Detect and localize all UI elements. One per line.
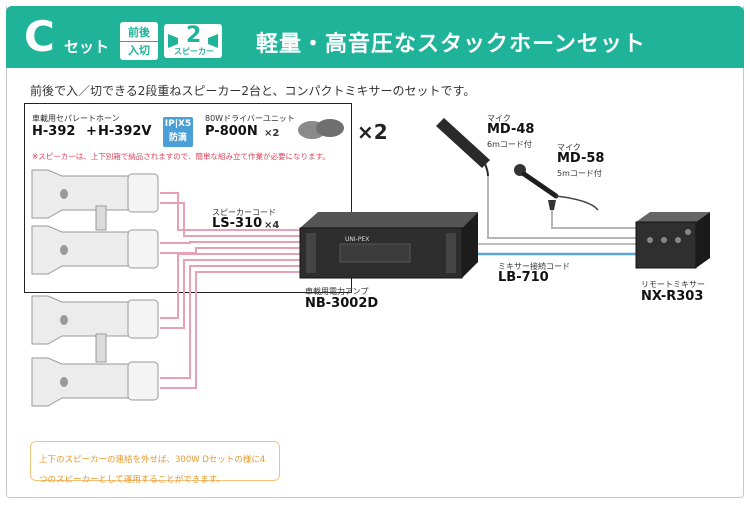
driver-qty: ×2: [264, 128, 280, 139]
mixer-caption: リモートミキサー: [641, 280, 705, 289]
amp-caption: 車載用電力アンプ: [305, 287, 369, 296]
set-letter: C: [24, 12, 55, 61]
plus-sign: +: [86, 124, 97, 139]
speaker-cables: [160, 192, 300, 389]
ip-line-1: IP|X5: [164, 119, 192, 129]
mic1-model: MD-48: [487, 122, 535, 137]
remote-mixer: [635, 212, 710, 269]
assembly-note: ※スピーカーは、上下別箱で納品されますので、簡単な組み立て作業が必要になります。: [32, 152, 330, 161]
usage-note: 上下のスピーカーの連結を外せば、300W Dセットの様に4つのスピーカーとして運…: [30, 441, 280, 485]
mixer-cable-model: LB-710: [498, 270, 549, 285]
mixer-cable-caption: ミキサー接続コード: [498, 262, 570, 271]
horn-speaker-lower-1: [31, 295, 159, 345]
speaker-count-label: スピーカー: [174, 47, 214, 56]
mic1-caption: マイク: [487, 114, 511, 123]
mic2-model: MD-58: [557, 151, 605, 166]
cable-caption: スピーカーコード: [212, 208, 276, 217]
ipx5-badge: IP|X5 防滴: [163, 117, 193, 147]
cable-qty: ×4: [264, 220, 280, 231]
set-word: セット: [64, 38, 110, 56]
mic2-caption: マイク: [557, 143, 581, 152]
mic1-spec: 6mコード付: [487, 140, 532, 149]
usage-note-text: 上下のスピーカーの連結を外せば、300W Dセットの様に4つのスピーカーとして運…: [39, 455, 266, 485]
tag-line-1: 前後: [128, 26, 150, 39]
driver-caption: 80Wドライバーユニット: [205, 114, 295, 123]
on-off-tag: 前後 入切: [120, 22, 158, 60]
mic2-spec: 5mコード付: [557, 169, 602, 178]
horn-model-b: H-392V: [98, 124, 152, 139]
intro-text: 前後で入／切できる2段重ねスピーカー2台と、コンパクトミキサーのセットです。: [30, 84, 476, 98]
speaker-count: 2: [186, 23, 202, 48]
speaker-count-badge: 2 スピーカー: [164, 23, 222, 58]
driver-unit-icon: [298, 119, 344, 139]
horn-speaker-upper-1: [31, 169, 159, 219]
page-title: 軽量・高音圧なスタックホーンセット: [256, 32, 646, 57]
amp-brand: UNI-PEX: [345, 236, 370, 243]
header-banner: C セット 前後 入切 2 スピーカー 軽量・高音圧なスタックホーンセット: [6, 6, 744, 68]
amp-model: NB-3002D: [305, 296, 379, 311]
horn-speaker-upper-2: [31, 205, 159, 275]
horn-speaker-lower-2: [31, 333, 159, 407]
tag-line-2: 入切: [120, 41, 158, 59]
cable-model: LS-310: [212, 216, 263, 231]
mic-md58-icon: [514, 164, 599, 211]
driver-model: P-800N: [205, 124, 258, 139]
ip-line-3: 防滴: [168, 133, 187, 143]
horn-model-a: H-392: [32, 124, 76, 139]
mic-cables: [465, 176, 645, 245]
speaker-horn-icon: [168, 34, 218, 48]
horn-caption: 車載用セパレートホーン: [32, 114, 120, 123]
mic-md48-icon: [436, 118, 490, 177]
page-frame: [6, 6, 744, 498]
set-multiplier: ×2: [357, 120, 388, 144]
amplifier: [299, 212, 478, 279]
mixer-model: NX-R303: [641, 289, 704, 304]
